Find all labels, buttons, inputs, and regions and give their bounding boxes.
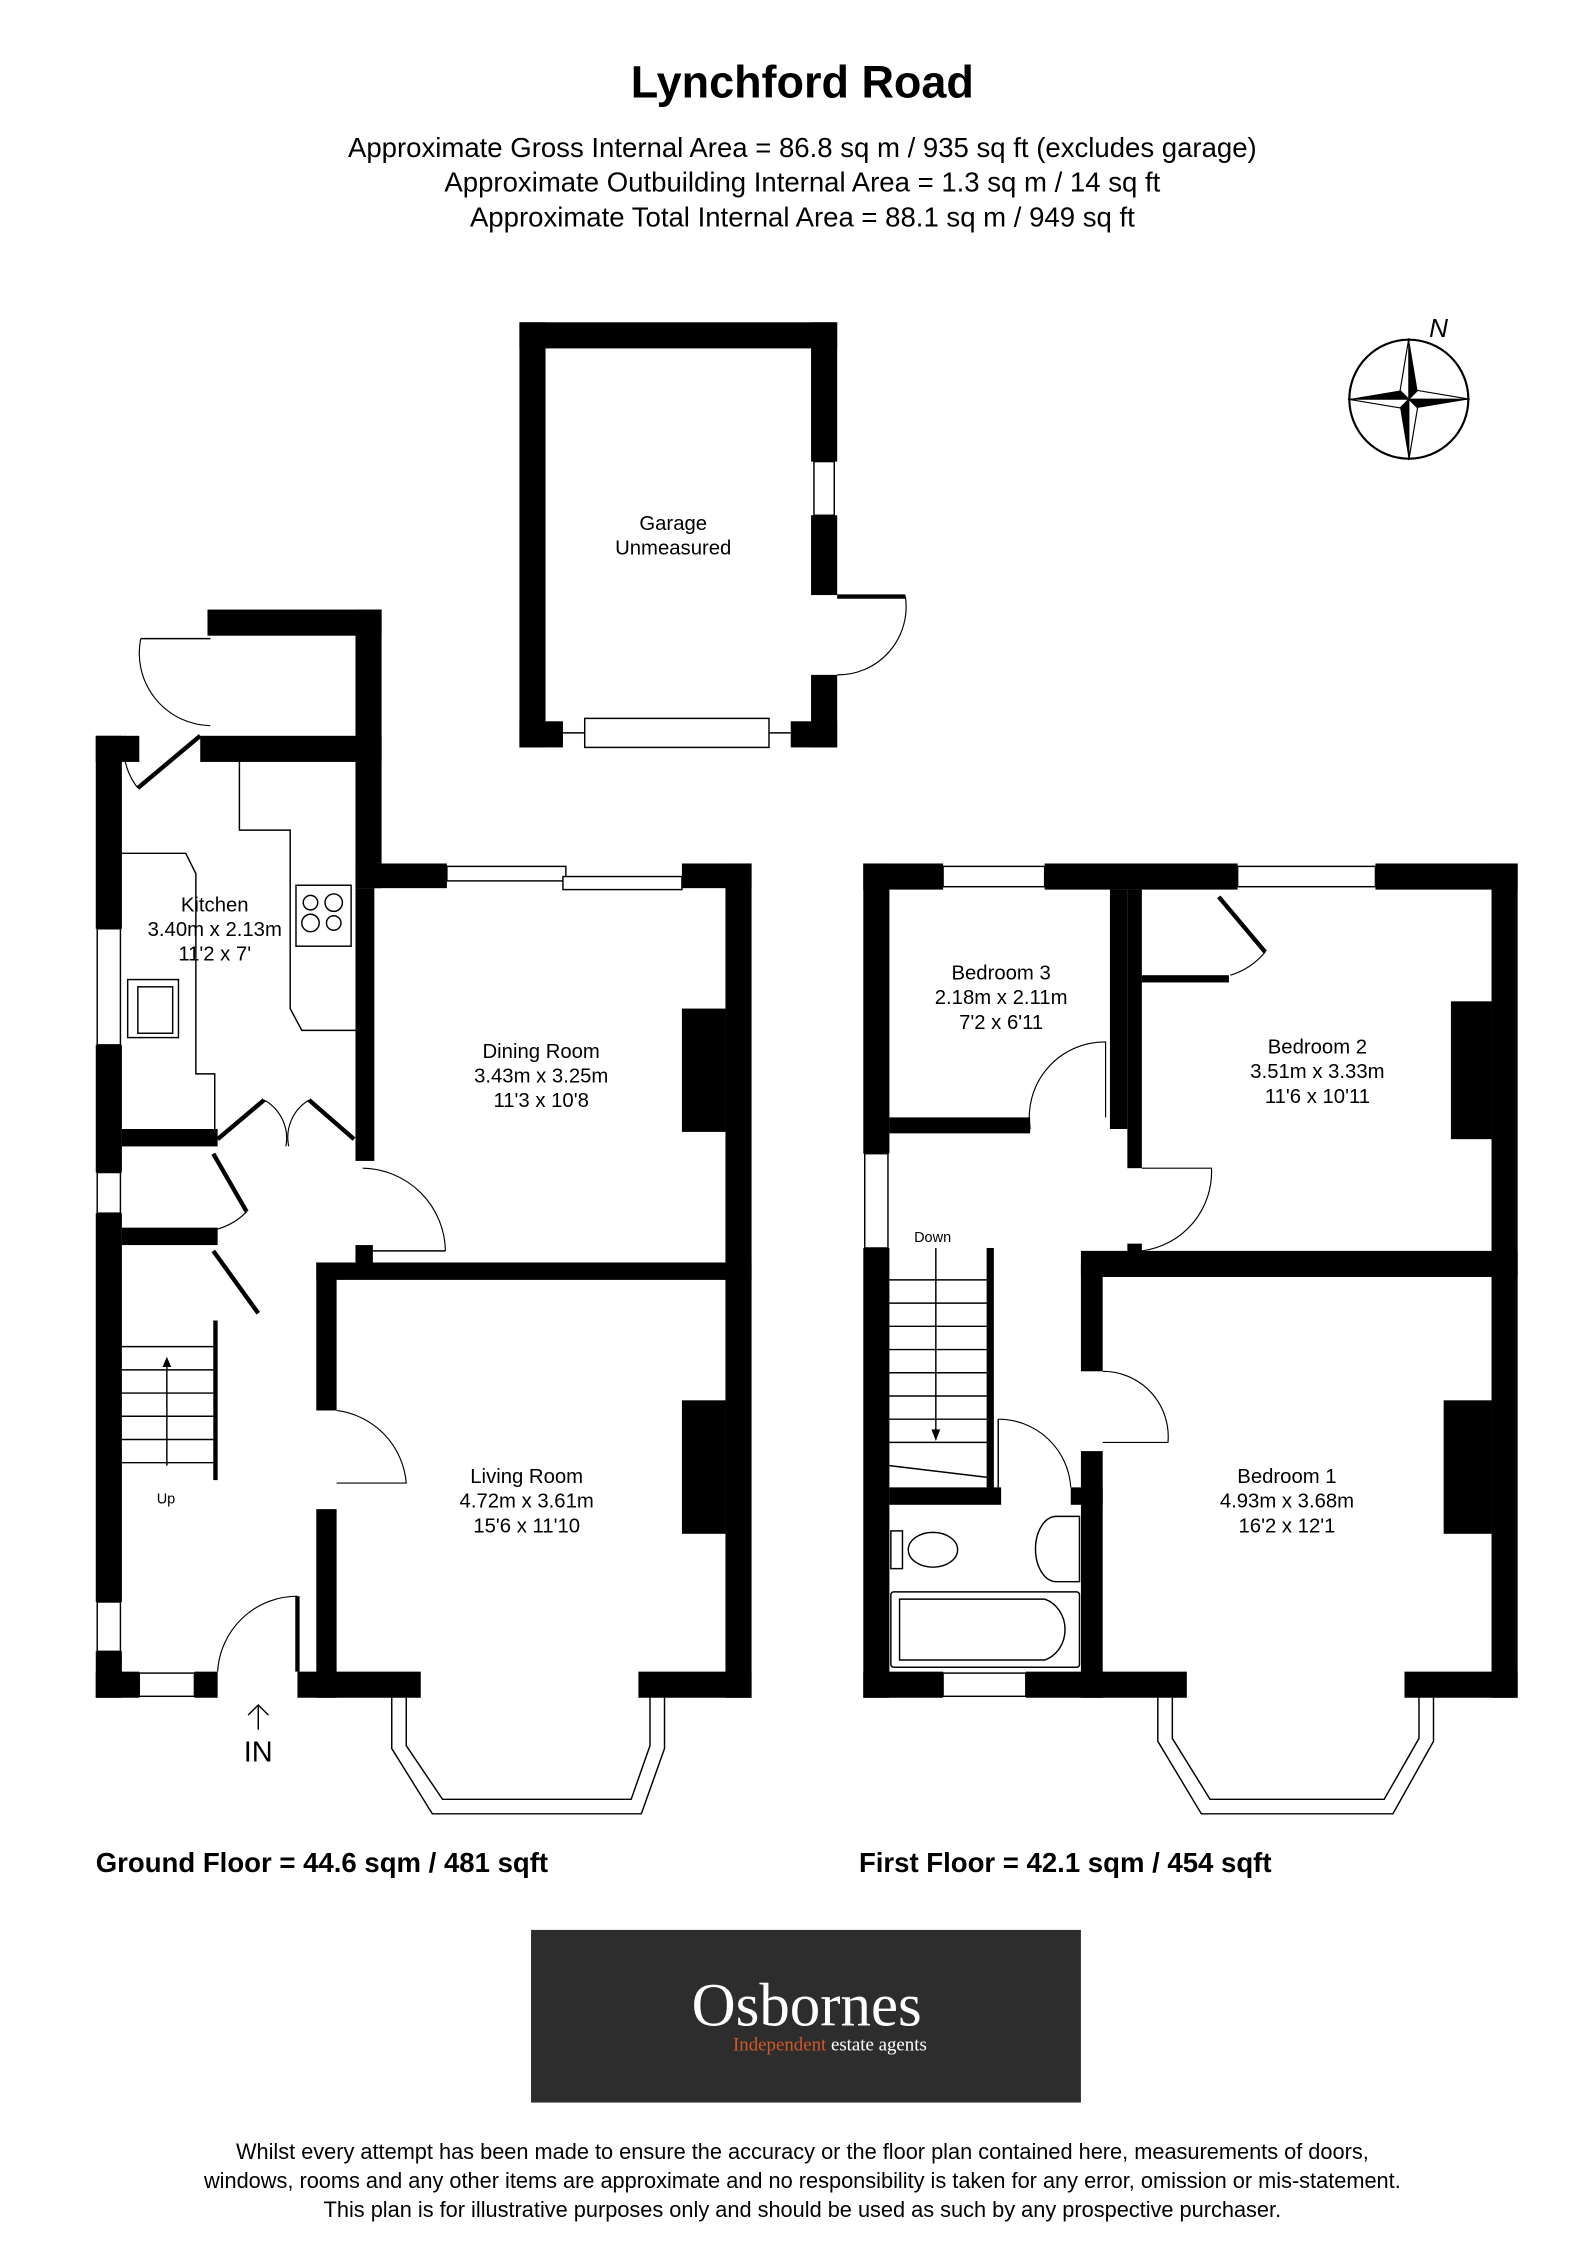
toilet-icon (890, 1530, 959, 1570)
living-room-name: Living Room (470, 1466, 583, 1488)
bedroom1-imperial: 16'2 x 12'1 (1239, 1515, 1336, 1537)
ground-floor-plan: Up IN Kitchen 3.40m x 2.13m 11'2 x 7' Di… (95, 609, 752, 1878)
bedroom3-imperial: 7'2 x 6'11 (959, 1012, 1043, 1034)
bedroom1-name: Bedroom 1 (1237, 1466, 1336, 1488)
kitchen-name: Kitchen (181, 894, 249, 916)
compass-icon: N (1347, 313, 1470, 461)
bedroom3-metric: 2.18m x 2.11m (935, 987, 1068, 1009)
north-label: N (1429, 313, 1448, 343)
bedroom2-name: Bedroom 2 (1268, 1037, 1367, 1059)
basin-icon (1034, 1515, 1081, 1583)
bedroom1-metric: 4.93m x 3.68m (1220, 1491, 1354, 1513)
bedroom2-imperial: 11'6 x 10'11 (1265, 1086, 1370, 1108)
bath-icon (890, 1591, 1081, 1669)
ground-floor-area: Ground Floor = 44.6 sqm / 481 sqft (96, 1847, 548, 1878)
logo-name: Osbornes (692, 1973, 922, 2040)
kitchen-imperial: 11'2 x 7' (178, 944, 251, 966)
logo-tagline-accent: Independent (733, 2034, 827, 2055)
plan-title: Lynchford Road (631, 56, 974, 107)
stairs-down-label: Down (914, 1230, 951, 1246)
disclaimer-line-2: windows, rooms and any other items are a… (203, 2168, 1401, 2193)
dining-room-name: Dining Room (483, 1041, 600, 1063)
bedroom2-metric: 3.51m x 3.33m (1250, 1061, 1384, 1083)
kitchen-metric: 3.40m x 2.13m (148, 919, 282, 941)
outbuilding-area: Approximate Outbuilding Internal Area = … (444, 167, 1160, 198)
gross-area: Approximate Gross Internal Area = 86.8 s… (348, 132, 1257, 163)
first-floor-area: First Floor = 42.1 sqm / 454 sqft (859, 1847, 1272, 1878)
logo-tagline: estate agents (831, 2034, 927, 2055)
stairs: Up (121, 1320, 218, 1507)
garage-label: Garage (639, 513, 707, 535)
stairs-up-label: Up (157, 1491, 176, 1507)
garage: Garage Unmeasured (519, 322, 907, 749)
dining-room-imperial: 11'3 x 10'8 (493, 1090, 588, 1112)
bedroom3-name: Bedroom 3 (951, 963, 1050, 985)
osbornes-logo: Osbornes Independent estate agents (531, 1929, 1081, 2103)
svg-text:Independent estate agent: Independent estate agents (733, 2034, 927, 2055)
garage-size: Unmeasured (615, 537, 731, 559)
entrance-arrow-icon (247, 1703, 269, 1730)
dining-room-metric: 3.43m x 3.25m (474, 1066, 608, 1088)
disclaimer-line-1: Whilst every attempt has been made to en… (236, 2139, 1369, 2164)
living-room-metric: 4.72m x 3.61m (460, 1491, 594, 1513)
stairs: Down (889, 1230, 987, 1478)
disclaimer-line-3: This plan is for illustrative purposes o… (324, 2197, 1282, 2222)
first-floor-plan: Down Bedroom 3 2.18m x 2.11m 7'2 x 6'11 … (859, 863, 1518, 1878)
entrance-label: IN (244, 1737, 273, 1769)
living-room-imperial: 15'6 x 11'10 (473, 1515, 580, 1537)
total-area: Approximate Total Internal Area = 88.1 s… (470, 202, 1135, 233)
